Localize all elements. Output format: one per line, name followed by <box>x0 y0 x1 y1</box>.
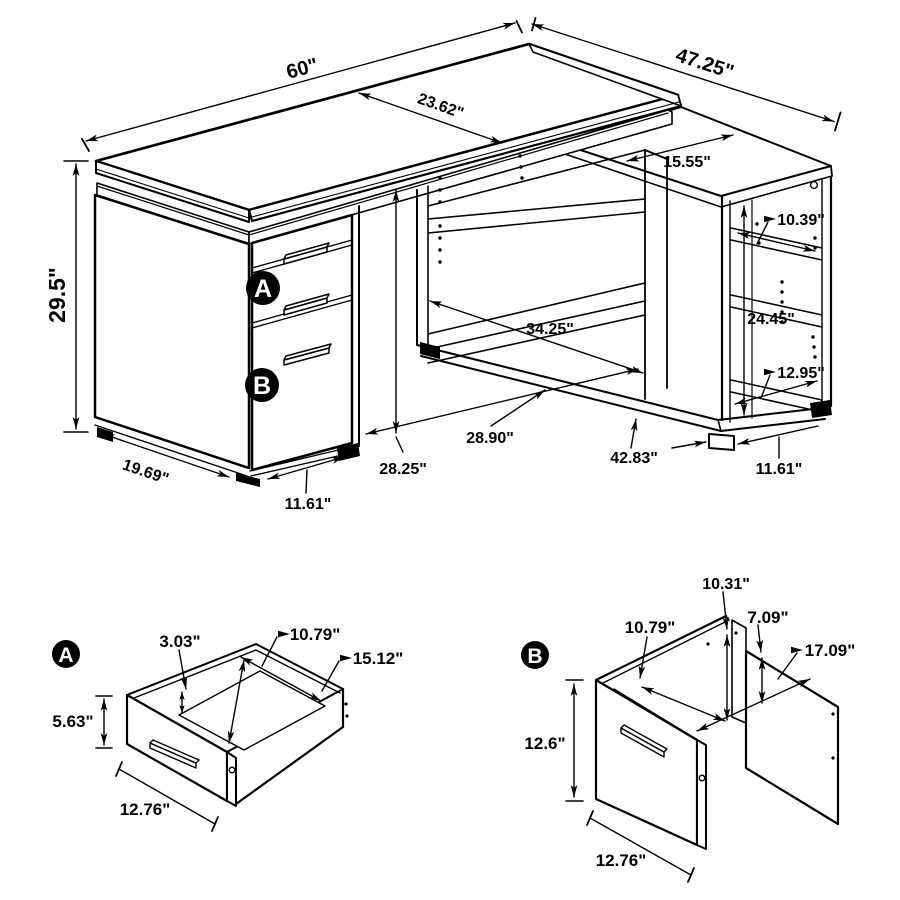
svg-text:24.45": 24.45" <box>747 311 795 328</box>
svg-text:10.39": 10.39" <box>777 212 825 229</box>
svg-text:11.61": 11.61" <box>285 496 332 513</box>
svg-text:7.09": 7.09" <box>747 608 788 627</box>
svg-text:A: A <box>58 644 73 667</box>
svg-text:28.90": 28.90" <box>466 430 514 447</box>
svg-text:10.31": 10.31" <box>702 576 750 593</box>
svg-text:A: A <box>254 275 272 303</box>
svg-text:60": 60" <box>284 54 320 83</box>
svg-text:12.95": 12.95" <box>777 365 825 382</box>
svg-text:28.25": 28.25" <box>379 461 427 478</box>
svg-text:19.69": 19.69" <box>120 457 171 489</box>
svg-text:11.61": 11.61" <box>756 461 803 478</box>
svg-text:15.12": 15.12" <box>353 649 404 668</box>
svg-text:10.79": 10.79" <box>625 618 676 637</box>
svg-text:42.83": 42.83" <box>610 450 658 467</box>
svg-text:12.76": 12.76" <box>120 800 171 819</box>
svg-text:12.6": 12.6" <box>524 734 565 753</box>
svg-text:3.03": 3.03" <box>159 632 200 651</box>
svg-text:12.76": 12.76" <box>596 851 647 870</box>
svg-text:15.55": 15.55" <box>663 154 711 171</box>
svg-text:17.09": 17.09" <box>805 641 856 660</box>
svg-text:5.63": 5.63" <box>52 712 93 731</box>
svg-text:34.25": 34.25" <box>526 321 574 338</box>
svg-text:29.5": 29.5" <box>44 267 70 323</box>
svg-text:B: B <box>527 645 542 668</box>
svg-text:47.25": 47.25" <box>673 44 736 83</box>
svg-text:B: B <box>253 372 271 400</box>
svg-text:10.79": 10.79" <box>290 625 341 644</box>
